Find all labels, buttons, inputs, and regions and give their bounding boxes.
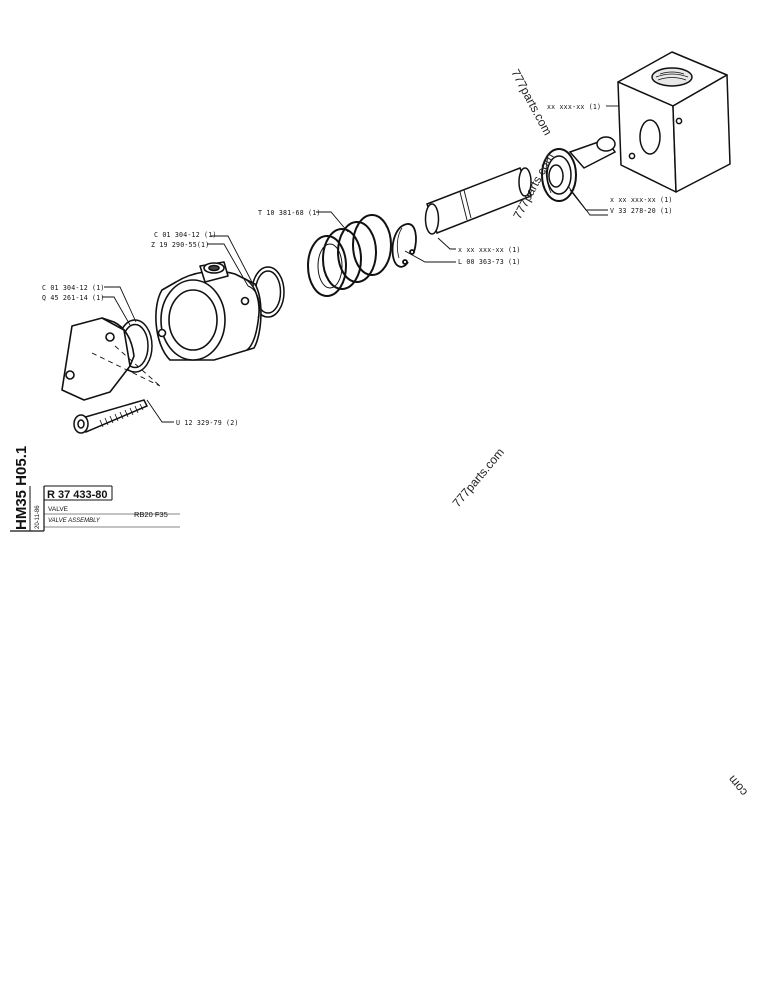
callout-circlip-l: L 00 363-73 (1) [458,258,521,266]
title-date: 20-11-86 [35,505,41,529]
title-subtitle: VALVE ASSEMBLY [48,518,101,524]
callout-seat-v: V 33 278-20 (1) [610,207,673,215]
title-model-line: HM35 H05.1 [13,446,30,530]
valve-seat [541,136,617,202]
callout-body-plug: xx xxx-xx (1) [547,103,601,111]
callout-spring-t: T 10 381-68 (1) [258,209,321,217]
leader-lines [102,105,619,423]
callout-housing-z: Z 19 290-55(1) [151,241,209,249]
callout-piston-x: x xx xxx-xx (1) [458,246,521,254]
callout-oring-c-upper: C 01 304-12 (1) [154,231,217,239]
callout-labels: xx xxx-xx (1) x xx xxx-xx (1) V 33 278-2… [42,103,673,427]
housing [155,261,262,361]
watermark-corner: com [725,773,750,799]
watermark-lower: 777parts.com [450,445,507,510]
title-ref-number: R 37 433-80 [47,489,108,501]
callout-oring-c-left: C 01 304-12 (1) [42,284,105,292]
valve-body-block [617,51,731,193]
cap-screw [73,399,149,434]
spring [307,214,392,297]
cover-plate [61,317,135,401]
piston [424,167,532,235]
assembly-axis [91,345,161,387]
title-name: VALVE [48,506,69,513]
callout-seal-x: x xx xxx-xx (1) [610,196,673,204]
title-code: RB20 F35 [134,510,168,519]
callout-screw-u: U 12 329-79 (2) [176,419,239,427]
callout-cover-q: Q 45 261-14 (1) [42,294,105,302]
title-block: HM35 H05.1 20-11-86 R 37 433-80 VALVE VA… [10,446,180,532]
circlip [391,223,417,268]
